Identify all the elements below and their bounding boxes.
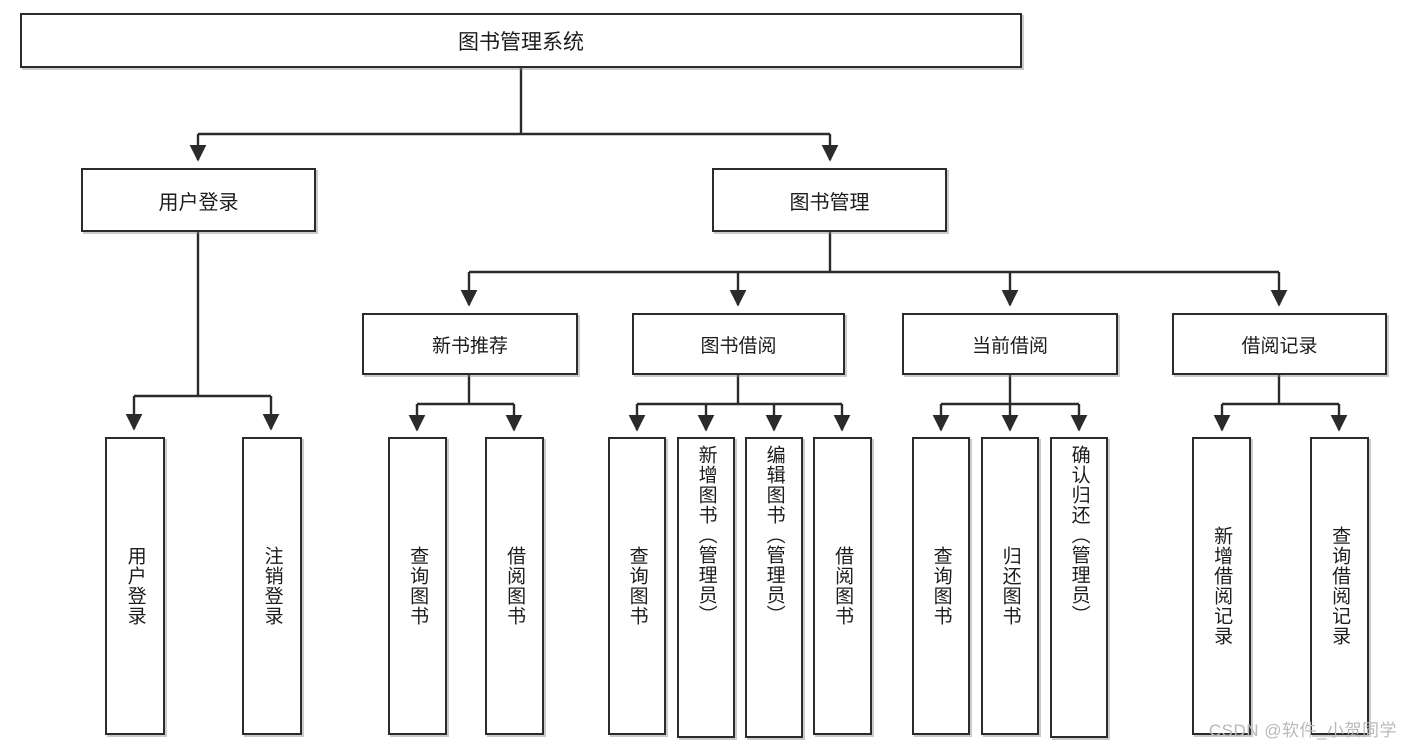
node-leaf-query-books-borrow[interactable]: 查询图书 — [608, 437, 666, 735]
node-label: 借阅图书 — [504, 546, 526, 626]
node-leaf-borrow-books-recommend[interactable]: 借阅图书 — [485, 437, 544, 735]
node-leaf-query-books-current[interactable]: 查询图书 — [912, 437, 970, 735]
node-leaf-logout[interactable]: 注销登录 — [242, 437, 302, 735]
node-new-book-recommend[interactable]: 新书推荐 — [362, 313, 578, 375]
node-label: 用户登录 — [124, 546, 146, 626]
node-label: 确认归还（管理员） — [1068, 445, 1090, 625]
node-leaf-edit-book-admin[interactable]: 编辑图书（管理员） — [745, 437, 803, 738]
node-current-borrow[interactable]: 当前借阅 — [902, 313, 1118, 375]
node-label: 图书借阅 — [700, 335, 777, 357]
node-label: 新增图书（管理员） — [695, 445, 717, 625]
node-leaf-return-books[interactable]: 归还图书 — [981, 437, 1039, 735]
node-label: 注销登录 — [261, 546, 283, 626]
node-user-login[interactable]: 用户登录 — [81, 168, 316, 232]
node-borrow-record[interactable]: 借阅记录 — [1172, 313, 1387, 375]
node-leaf-borrow-books[interactable]: 借阅图书 — [813, 437, 872, 735]
node-leaf-add-borrow-record[interactable]: 新增借阅记录 — [1192, 437, 1251, 735]
node-label: 当前借阅 — [971, 335, 1048, 357]
node-leaf-add-book-admin[interactable]: 新增图书（管理员） — [677, 437, 735, 738]
node-label: 查询借阅记录 — [1329, 526, 1351, 646]
node-leaf-user-login[interactable]: 用户登录 — [105, 437, 165, 735]
node-label: 借阅图书 — [832, 546, 854, 626]
node-label: 新增借阅记录 — [1211, 526, 1233, 646]
node-label: 图书管理 — [789, 191, 870, 214]
node-label: 查询图书 — [930, 546, 952, 626]
node-label: 查询图书 — [407, 546, 429, 626]
node-root-system[interactable]: 图书管理系统 — [20, 13, 1022, 68]
node-label: 编辑图书（管理员） — [763, 445, 785, 625]
node-leaf-query-books-recommend[interactable]: 查询图书 — [388, 437, 447, 735]
node-label: 归还图书 — [999, 546, 1021, 626]
node-label: 新书推荐 — [431, 335, 508, 357]
node-book-management[interactable]: 图书管理 — [712, 168, 947, 232]
node-leaf-query-borrow-record[interactable]: 查询借阅记录 — [1310, 437, 1369, 735]
node-label: 用户登录 — [158, 191, 239, 214]
node-label: 查询图书 — [626, 546, 648, 626]
node-leaf-confirm-return-admin[interactable]: 确认归还（管理员） — [1050, 437, 1108, 738]
node-book-borrow[interactable]: 图书借阅 — [632, 313, 845, 375]
node-label: 图书管理系统 — [458, 30, 584, 54]
node-label: 借阅记录 — [1241, 335, 1318, 357]
